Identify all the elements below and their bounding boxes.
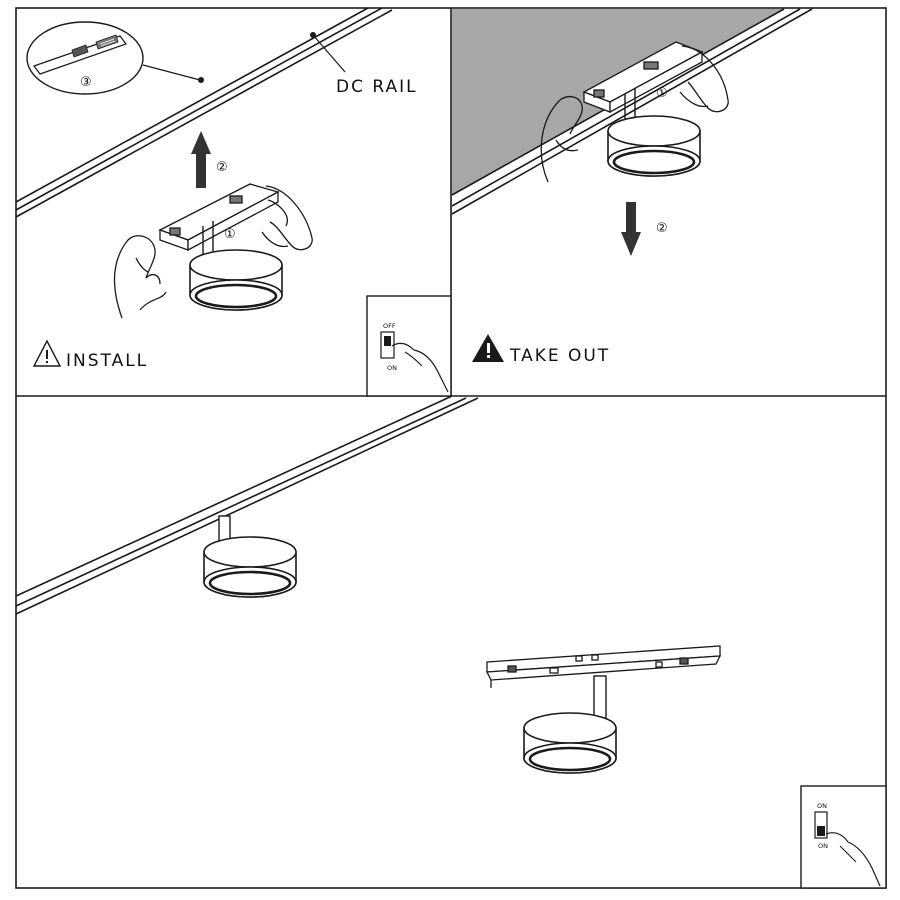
switch-on-label: ON (818, 842, 828, 850)
hand-icon (679, 45, 729, 113)
hand-icon (540, 95, 583, 183)
track-connector (485, 645, 722, 688)
dc-rail (15, 7, 393, 218)
panel-grid (15, 7, 887, 889)
hand-icon (261, 185, 313, 251)
take-out-step-2-marker: ② (656, 221, 668, 236)
hand-icon (113, 235, 167, 319)
dc-rail (15, 395, 479, 615)
light-fixture (522, 711, 618, 775)
take-out-step-1-marker: ① (656, 86, 668, 101)
install-panel: DC RAIL ③ ② ① (15, 7, 452, 397)
rail-connector (582, 41, 704, 114)
dc-rail-callout: DC RAIL (310, 32, 418, 97)
arrow-down-icon (621, 202, 641, 256)
switch-on-label-top: ON (817, 802, 827, 810)
step-3-marker: ③ (80, 75, 92, 90)
light-fixture (188, 248, 284, 312)
rail-connector (158, 183, 280, 252)
install-step-1-marker: ① (224, 227, 236, 242)
warning-filled-icon (472, 334, 504, 362)
install-label: INSTALL (66, 351, 148, 371)
connector-detail-inset: ③ (26, 21, 204, 95)
warning-outline-icon (32, 339, 62, 367)
wall-switch-icon: OFF ON (366, 295, 452, 397)
switch-on-label: ON (387, 364, 397, 372)
take-out-label: TAKE OUT (509, 346, 610, 366)
dc-rail-label: DC RAIL (336, 77, 418, 97)
result-panel: ON ON (15, 395, 887, 889)
arrow-up-icon (191, 131, 211, 188)
install-step-2-marker: ② (216, 160, 228, 175)
take-out-panel: ① ② TAKE OUT (451, 8, 813, 366)
fixture-stem (593, 675, 607, 719)
switch-off-label: OFF (383, 322, 396, 330)
wall-switch-icon: ON ON (800, 785, 887, 889)
light-fixture (202, 535, 298, 599)
light-fixture (606, 114, 702, 178)
